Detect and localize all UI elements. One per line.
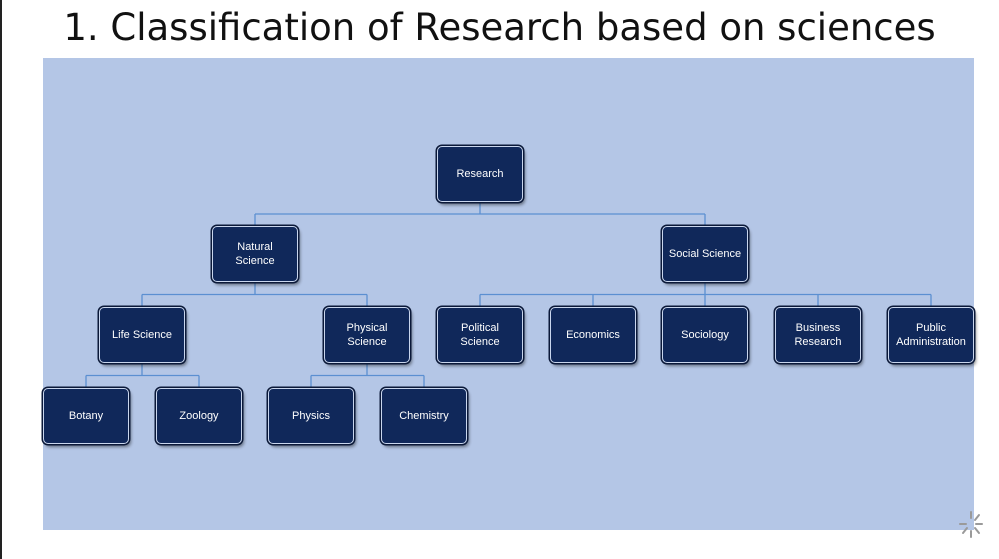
node-research: Research (437, 146, 523, 202)
node-botany: Botany (43, 388, 129, 444)
node-zoology: Zoology (156, 388, 242, 444)
node-physics: Physics (268, 388, 354, 444)
node-political-science: Political Science (437, 307, 523, 363)
node-business-research: Business Research (775, 307, 861, 363)
slide-title: 1. Classification of Research based on s… (63, 6, 936, 49)
node-physical-science: Physical Science (324, 307, 410, 363)
node-public-administration: Public Administration (888, 307, 974, 363)
node-life-science: Life Science (99, 307, 185, 363)
node-social-science: Social Science (662, 226, 748, 282)
slide-left-border (0, 0, 2, 559)
node-sociology: Sociology (662, 307, 748, 363)
node-economics: Economics (550, 307, 636, 363)
node-chemistry: Chemistry (381, 388, 467, 444)
node-natural-science: Natural Science (212, 226, 298, 282)
loading-spinner-icon (959, 511, 983, 538)
